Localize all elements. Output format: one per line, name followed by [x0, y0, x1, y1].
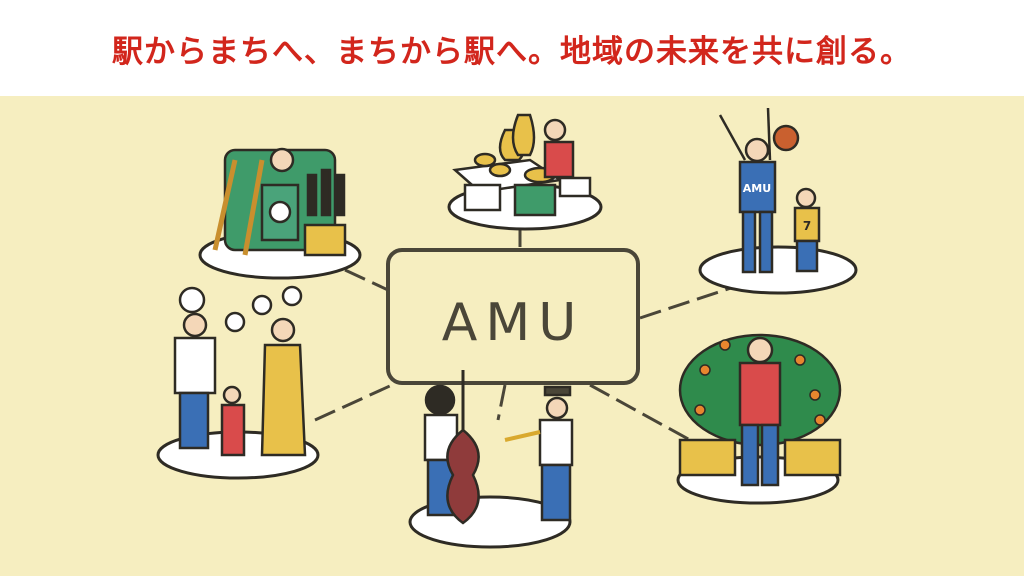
page-title: 駅からまちへ、まちから駅へ。地域の未来を共に創る。	[112, 33, 912, 70]
platform-basketball	[698, 245, 858, 295]
shirt-text: AMU	[743, 182, 771, 195]
festival-scene	[173, 285, 307, 457]
jazz-scene	[423, 370, 574, 525]
header: 駅からまちへ、まちから駅へ。地域の未来を共に創る。	[0, 0, 1024, 96]
sake-brewery-scene	[212, 147, 347, 257]
amu-center-box: AMU	[386, 248, 640, 385]
pottery-scene	[452, 113, 592, 217]
basketball-scene: AMU 7	[718, 107, 821, 274]
shirt-number: 7	[803, 219, 811, 233]
orange-harvest-scene	[678, 333, 842, 487]
community-illustration: AMU AMU	[0, 96, 1024, 576]
amu-label: AMU	[442, 293, 585, 353]
